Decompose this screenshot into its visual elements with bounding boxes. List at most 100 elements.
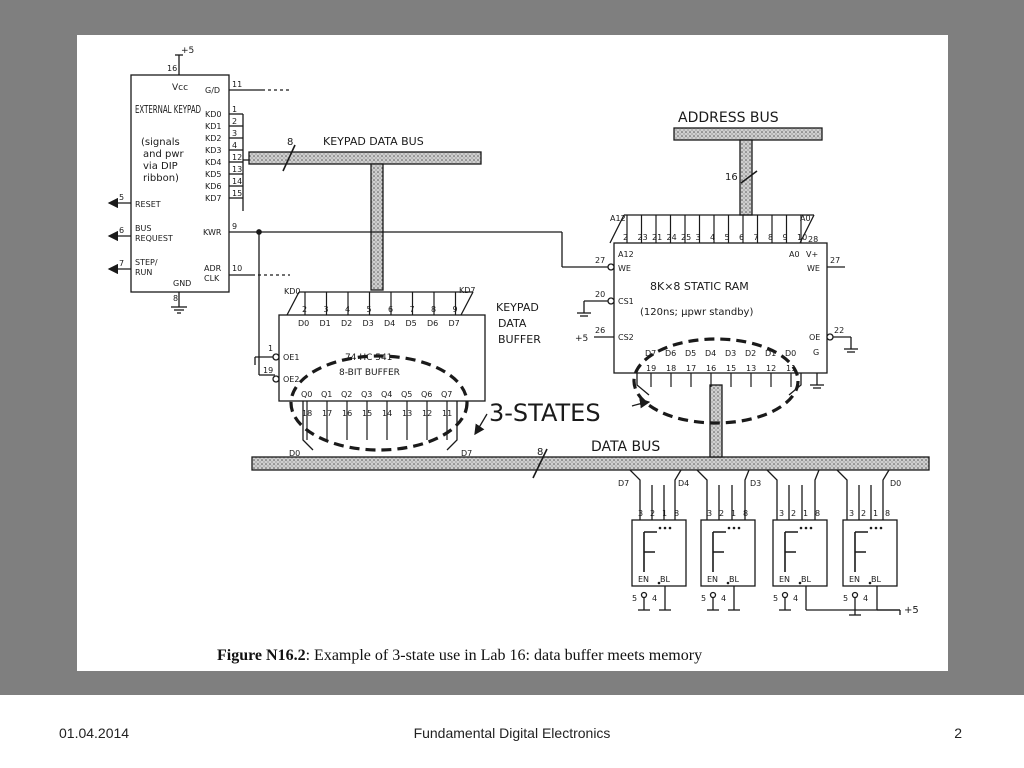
buffer-output-name: Q0: [301, 390, 312, 399]
display-en-label: EN: [638, 575, 649, 584]
ram-address-pin-number: 6: [739, 233, 744, 242]
figure-caption: Figure N16.2: Example of 3-state use in …: [217, 647, 702, 664]
buffer-kd7: KD7: [459, 286, 476, 295]
data-bus-label: DATA BUS: [591, 439, 660, 455]
ram-a0-pin: A0: [789, 250, 800, 259]
buffer-output-name: Q6: [421, 390, 432, 399]
buffer-input-name: D0: [298, 319, 309, 328]
pin-6: 6: [119, 226, 124, 235]
label-step-run-2: RUN: [135, 268, 152, 277]
buffer-output-name: Q3: [361, 390, 372, 399]
ram-address-pin-number: 3: [696, 233, 701, 242]
label-kd3: KD3: [205, 146, 222, 155]
keypad-kd-pins: [229, 113, 249, 211]
keypad-data-bus-label: KEYPAD DATA BUS: [323, 135, 424, 148]
pin-1: 1: [268, 344, 273, 353]
label-bus-request-2: REQUEST: [135, 234, 173, 243]
display-pin-number: 1: [803, 509, 808, 518]
disp-d3: D3: [750, 479, 761, 488]
circuit-diagram: 2D03D14D25D36D47D58D69D718Q017Q116Q215Q3…: [107, 46, 930, 664]
display-pin-5: 5: [632, 594, 637, 603]
display-pin-5: 5: [701, 594, 706, 603]
buffer-input-pin-number: 3: [324, 305, 329, 314]
label-kd0: KD0: [205, 110, 222, 119]
label-step-run-1: STEP/: [135, 258, 158, 267]
keypad-data-buffer-1: KEYPAD: [496, 301, 539, 314]
display-pin-number: 8: [743, 509, 748, 518]
three-state-ring-buffer: [289, 354, 469, 452]
display-pin-number: 3: [779, 509, 784, 518]
keypad-pin-number: 2: [232, 117, 237, 126]
address-bus-drop: [739, 139, 753, 216]
label-oe2: OE2: [283, 375, 299, 384]
pin-20: 20: [595, 290, 605, 299]
buffer-output-name: Q5: [401, 390, 412, 399]
display-pin-5: 5: [773, 594, 778, 603]
label-plus5-cs2: +5: [575, 334, 588, 344]
ram-address-pin-number: 21: [652, 233, 662, 242]
display-pin-number: 1: [731, 509, 736, 518]
label-cs1: CS1: [618, 297, 634, 306]
buffer-input-pin-number: 7: [410, 305, 415, 314]
ram-address-pin-number: 7: [754, 233, 759, 242]
buffer-input-name: D7: [449, 319, 460, 328]
ram-data-pin-number: 16: [706, 364, 716, 373]
keypad-pin-number: 3: [232, 129, 237, 138]
ram-data-pin-number: 11: [786, 364, 796, 373]
buffer-output-pin-number: 17: [322, 409, 332, 418]
display-pin-4: 4: [652, 594, 657, 603]
buffer-output-pin-number: 18: [302, 409, 312, 418]
buffer-output-pin-number: 12: [422, 409, 432, 418]
ram-address-pin-number: 9: [783, 233, 788, 242]
display-pin-number: 2: [791, 509, 796, 518]
ram-data-pin-number: 12: [766, 364, 776, 373]
buffer-input-pin-number: 2: [302, 305, 307, 314]
disp-d0: D0: [890, 479, 901, 488]
label-bus-request-1: BUS: [135, 224, 151, 233]
buffer-output-name: Q4: [381, 390, 392, 399]
address-bus-width: 16: [725, 172, 738, 183]
label-vcc: Vcc: [172, 83, 188, 93]
keypad-pin-number: 13: [232, 165, 242, 174]
label-gnd: GND: [173, 279, 191, 288]
ram-address-pin-number: 2: [623, 233, 628, 242]
keypad-note-3: via DIP: [143, 161, 178, 172]
display-bl-label: BL: [729, 575, 739, 584]
keypad-note-2: and pwr: [143, 149, 185, 160]
display-en-label: EN: [779, 575, 790, 584]
data-bus-width: 8: [537, 447, 543, 458]
ram-we-left: WE: [618, 264, 631, 273]
ram-address-pin-number: 24: [667, 233, 677, 242]
buffer-desc: 8-BIT BUFFER: [339, 368, 400, 378]
display-pin-number: 2: [650, 509, 655, 518]
display-en-label: EN: [707, 575, 718, 584]
label-plus5-display: +5: [904, 605, 919, 616]
disp-d7: D7: [618, 479, 629, 488]
buffer-input-name: D6: [427, 319, 438, 328]
ram-we-right: WE: [807, 264, 820, 273]
buffer-input-name: D1: [320, 319, 331, 328]
ram-data-pin-number: 19: [646, 364, 656, 373]
ram-address-pin-number: 5: [725, 233, 730, 242]
buffer-output-name: Q7: [441, 390, 452, 399]
display-pin-number: 8: [885, 509, 890, 518]
address-bus: [673, 127, 823, 141]
pin-9: 9: [232, 222, 237, 231]
buffer-output-name: Q2: [341, 390, 352, 399]
display-en-label: EN: [849, 575, 860, 584]
label-cs2: CS2: [618, 333, 634, 342]
label-gd: G/D: [205, 86, 220, 95]
keypad-data-buffer-2: DATA: [498, 317, 527, 330]
ram-data-name: D6: [665, 349, 676, 358]
display-bl-label: BL: [801, 575, 811, 584]
keypad-note-1: (signals: [141, 137, 180, 148]
buffer-output-pin-number: 11: [442, 409, 452, 418]
buffer-input-pin-number: 9: [453, 305, 458, 314]
display-bl-label: BL: [871, 575, 881, 584]
ram-data-name: D2: [745, 349, 756, 358]
label-plus5-top: +5: [181, 46, 194, 56]
keypad-chip: [130, 74, 230, 293]
display-pin-number: 3: [638, 509, 643, 518]
three-state-ring-ram: [632, 337, 800, 425]
buffer-input-name: D4: [384, 319, 395, 328]
